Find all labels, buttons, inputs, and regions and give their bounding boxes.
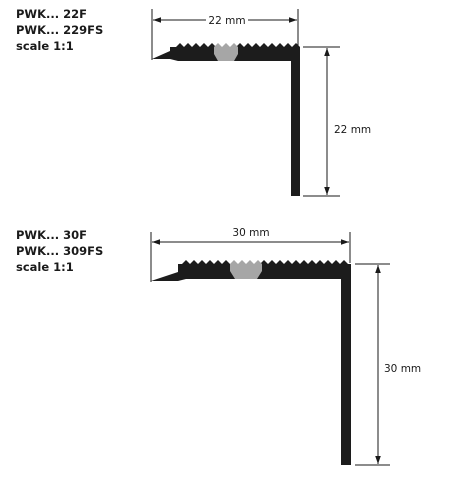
anti-slip-insert-30	[230, 260, 262, 279]
product-code-229fs: PWK... 229FS	[16, 23, 104, 37]
profile-30-drawing: 30 mm 30 mm	[150, 225, 421, 466]
profile-body-30	[151, 264, 351, 465]
anti-slip-insert-22	[214, 43, 238, 61]
profile-ridges-22	[176, 43, 300, 47]
width-label-22: 22 mm	[208, 15, 245, 27]
height-label-30: 30 mm	[384, 363, 421, 375]
width-label-30: 30 mm	[232, 227, 269, 239]
scale-label-22: scale 1:1	[16, 39, 74, 53]
profile-caption-30: PWK... 30F PWK... 309FS scale 1:1	[16, 227, 103, 275]
profile-ridges-30	[182, 260, 348, 264]
scale-label-30: scale 1:1	[16, 260, 74, 274]
height-label-22: 22 mm	[334, 124, 371, 136]
product-code-309fs: PWK... 309FS	[16, 244, 104, 258]
profile-caption-22: PWK... 22F PWK... 229FS scale 1:1	[16, 6, 103, 54]
product-code-30f: PWK... 30F	[16, 228, 87, 242]
profile-22-drawing: 22 mm 22 mm	[151, 9, 371, 197]
profile-body-22	[152, 47, 300, 196]
product-code-22f: PWK... 22F	[16, 7, 87, 21]
